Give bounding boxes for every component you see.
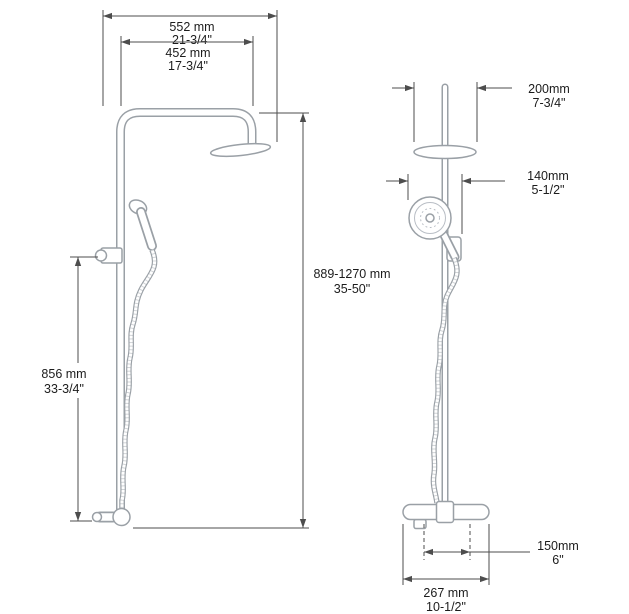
dimension-889-1270: 889-1270 mm 35-50" xyxy=(133,112,391,529)
dimension-267: 267 mm 10-1/2" xyxy=(402,524,490,614)
front-view-figure xyxy=(402,83,490,530)
dimension-140: 140mm 5-1/2" xyxy=(386,169,569,234)
dim-140-mm-label: 140mm xyxy=(527,169,569,183)
dim-200-mm-label: 200mm xyxy=(528,82,570,96)
hand-shower-nozzle-ring xyxy=(420,208,440,228)
dimension-150: 150mm 6" xyxy=(423,524,579,567)
hose-side-coil-texture xyxy=(119,248,158,508)
side-view-figure xyxy=(91,108,272,527)
hose-front-coil-texture xyxy=(430,256,460,504)
hand-shower-handle-front-fill xyxy=(440,230,458,260)
rain-shower-head-side xyxy=(209,142,272,158)
dimension-200: 200mm 7-3/4" xyxy=(392,82,570,142)
valve-handle-knob-side xyxy=(91,511,103,523)
rail-and-arm-outline xyxy=(116,108,257,517)
dim-889-mm-label: 889-1270 mm xyxy=(313,267,390,281)
rain-shower-head-front xyxy=(413,144,477,160)
dim-552-in-label: 21-3/4" xyxy=(172,33,212,47)
hand-shower-face-center xyxy=(425,213,435,223)
dim-150-mm-label: 150mm xyxy=(537,539,579,553)
dim-140-in-label: 5-1/2" xyxy=(532,183,565,197)
hose-side-fill xyxy=(120,249,157,508)
dim-889-in-label: 35-50" xyxy=(334,282,370,296)
hose-front xyxy=(430,256,460,504)
dimension-452: 452 mm 17-3/4" xyxy=(120,36,254,106)
valve-center-block-front xyxy=(435,500,455,524)
rail-and-arm-fill xyxy=(117,109,255,517)
hose-side xyxy=(119,248,158,508)
dimension-856: 856 mm 33-3/4" xyxy=(41,256,98,522)
dim-452-in-label: 17-3/4" xyxy=(168,59,208,73)
dim-150-in-label: 6" xyxy=(552,553,563,567)
hose-front-fill xyxy=(431,257,459,504)
dim-267-mm-label: 267 mm xyxy=(423,586,468,600)
slider-knob-side xyxy=(94,249,108,262)
valve-body-side xyxy=(112,507,131,527)
dim-552-mm-label: 552 mm xyxy=(169,20,214,34)
dim-452-mm-label: 452 mm xyxy=(165,46,210,60)
hand-shower-face-ring-outer xyxy=(414,202,446,234)
dim-200-in-label: 7-3/4" xyxy=(533,96,566,110)
dim-856-mm-label: 856 mm xyxy=(41,367,86,381)
dim-856-in-label: 33-3/4" xyxy=(44,382,84,396)
dim-267-in-label: 10-1/2" xyxy=(426,600,466,614)
hand-shower-handle-side-fill xyxy=(137,208,156,250)
